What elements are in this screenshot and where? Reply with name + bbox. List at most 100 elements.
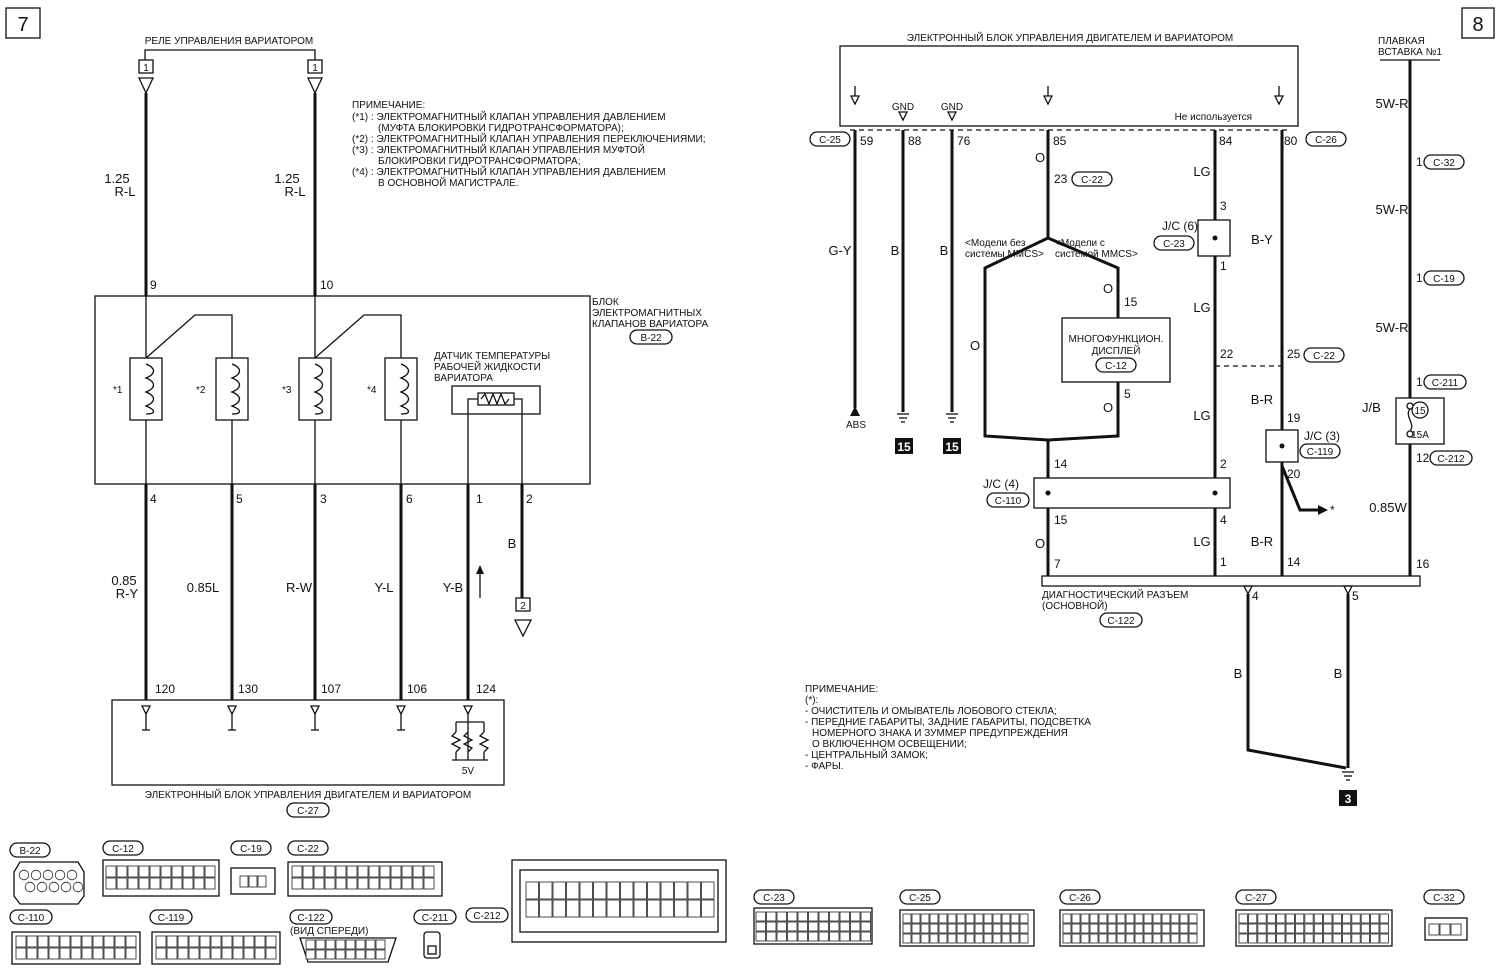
connector-pin-cell [938,913,948,924]
connector-pin-cell [1351,923,1361,934]
connector-pin-cell [1266,913,1276,924]
svg-text:B-22: B-22 [640,333,662,344]
connector-pin-cell [127,877,139,890]
connector-pin-cell [1089,923,1099,934]
svg-text:C-32: C-32 [1433,158,1455,169]
connector-pin-cell [116,865,128,878]
connector-pin-cell [103,935,115,948]
connector-pin-cell [660,881,674,900]
connector-pin-cell [920,923,930,934]
right-ecu-label: ЭЛЕКТРОННЫЙ БЛОК УПРАВЛЕНИЯ ДВИГАТЕЛЕМ И… [907,31,1234,44]
connector-pin-cell [829,931,840,942]
connector-pin-cell [947,933,957,944]
connector-pin-cell [525,881,539,900]
connector-pin-cell [1379,913,1389,924]
svg-text:C-22: C-22 [297,844,319,855]
connector-pin-cell [155,935,167,948]
connector-pin-cell [54,869,66,881]
connector-pin-cell [221,935,233,948]
connector-pin-cell [579,899,593,918]
connector-pin-cell [1152,913,1162,924]
connector-pin-cell [1170,923,1180,934]
connector-pin-cell [860,921,871,932]
connector-pin-cell [345,949,356,960]
connector-pin-cell [36,881,48,893]
wire-label-color-3: R-W [286,580,313,595]
label-085w: 0.85W [1369,500,1407,515]
label-b-88: B [891,243,900,258]
connector-pin-cell [1313,923,1323,934]
connector-pin-cell [171,877,183,890]
connector-pin-cell [1179,923,1189,934]
conn-c26: C-26 [1305,131,1347,147]
connector-pin-cell [839,921,850,932]
connector-pin-cell [81,935,93,948]
connector-pin-cell [302,877,314,890]
wire-label-color-2: 0.85L [187,580,220,595]
pin-in-a: 9 [150,278,157,292]
connector-pin-cell [1071,933,1081,944]
connector-pin-cell [335,877,347,890]
connector-pin-cell [992,933,1002,944]
pin-23: 23 [1054,172,1068,186]
connector-pin-cell [1161,923,1171,934]
temp-sensor [451,385,541,484]
connector-pin-cell [1276,923,1286,934]
pin-59: 59 [860,134,874,148]
block-pin-5: 5 [236,492,243,506]
connector-pin-cell [346,865,358,878]
connector-pin-cell [177,947,189,960]
connector-pin-cell [850,911,861,922]
connector-pin-cell [204,865,216,878]
connector-pin-cell [1248,923,1258,934]
ecu-pin-106: 106 [407,682,427,696]
connector-pin-cell [1062,933,1072,944]
connector-pin-cell [401,877,413,890]
connector-pin-cell [1323,923,1333,934]
page-number-right-text: 8 [1472,14,1483,36]
connector-pin-cell [1134,923,1144,934]
svg-text:C-12: C-12 [1105,361,1127,372]
connector-pin-cell [687,899,701,918]
connector-pin-cell [1285,913,1295,924]
connector-pin-cell [18,869,30,881]
label-lg-2: LG [1193,300,1210,315]
connector-pin-cell [1285,923,1295,934]
diag-label-2: (ОСНОВНОЙ) [1042,599,1108,612]
connector-pin-cell [1071,913,1081,924]
connector-pin-cell [1188,933,1198,944]
connector-pin-cell [257,875,267,888]
connector-pin-cell [166,947,178,960]
connector-pin-cell [956,933,966,944]
connector-pin-cell [1351,913,1361,924]
connector-pin-cell [674,881,688,900]
connector-pin-cell [1257,923,1267,934]
label-lg-1: LG [1193,164,1210,179]
connector-pin-cell [412,865,424,878]
solenoid-1: *1 [113,357,163,421]
connector-pin-cell [902,913,912,924]
connector-pin-cell [26,935,38,948]
connector-pin-cell [70,947,82,960]
connector-pin-cell [1370,913,1380,924]
connector-pin-cell [1238,923,1248,934]
connector-pin-cell [818,911,829,922]
connector-pin-cell [965,923,975,934]
connector-pin-cell [1379,933,1389,944]
connector-pin-cell [1116,923,1126,934]
connector-pin-cell [116,877,128,890]
page-number-right: 8 [1461,7,1495,39]
jc4-box: J/C (4) C-110 [983,477,1231,509]
right-note-5: О ВКЛЮЧЕННОМ ОСВЕЩЕНИИ; [812,739,967,750]
connector-pin-cell [1257,913,1267,924]
connector-pin-cell [1143,913,1153,924]
connector-pin-cell [1161,913,1171,924]
connector-pin-cell [232,935,244,948]
block-pin-2: 2 [526,492,533,506]
connector-pin-cell [1257,933,1267,944]
svg-text:C-119: C-119 [158,913,185,924]
connector-pin-cell [1238,933,1248,944]
connector-pin-cell [125,935,137,948]
svg-text:C-212: C-212 [1437,454,1465,465]
block-pin-4: 4 [150,492,157,506]
